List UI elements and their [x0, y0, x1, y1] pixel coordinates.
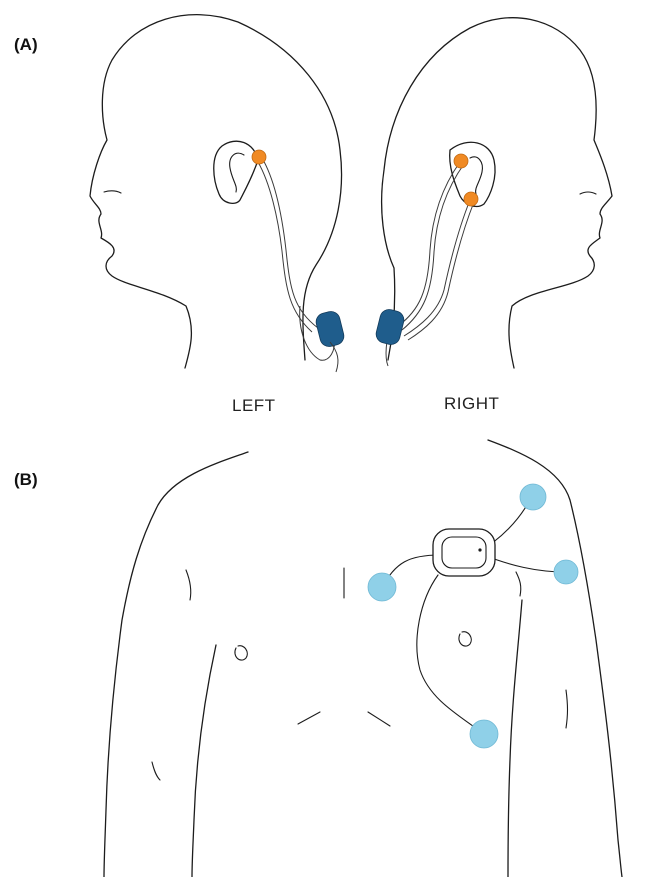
- torso: [104, 440, 622, 877]
- chest-electrode-lower-icon: [470, 720, 498, 748]
- right-ear-device-icon: [374, 308, 406, 347]
- right-ear-electrode-lower-icon: [464, 192, 478, 206]
- chest-device-icon: [433, 529, 495, 576]
- chest-electrode-left-icon: [368, 573, 396, 601]
- chest-electrode-right-icon: [554, 560, 578, 584]
- chest-electrode-upper-right-icon: [520, 484, 546, 510]
- right-ear-electrode-upper-icon: [454, 154, 468, 168]
- left-ear-electrode-icon: [252, 150, 266, 164]
- left-head: [90, 15, 342, 368]
